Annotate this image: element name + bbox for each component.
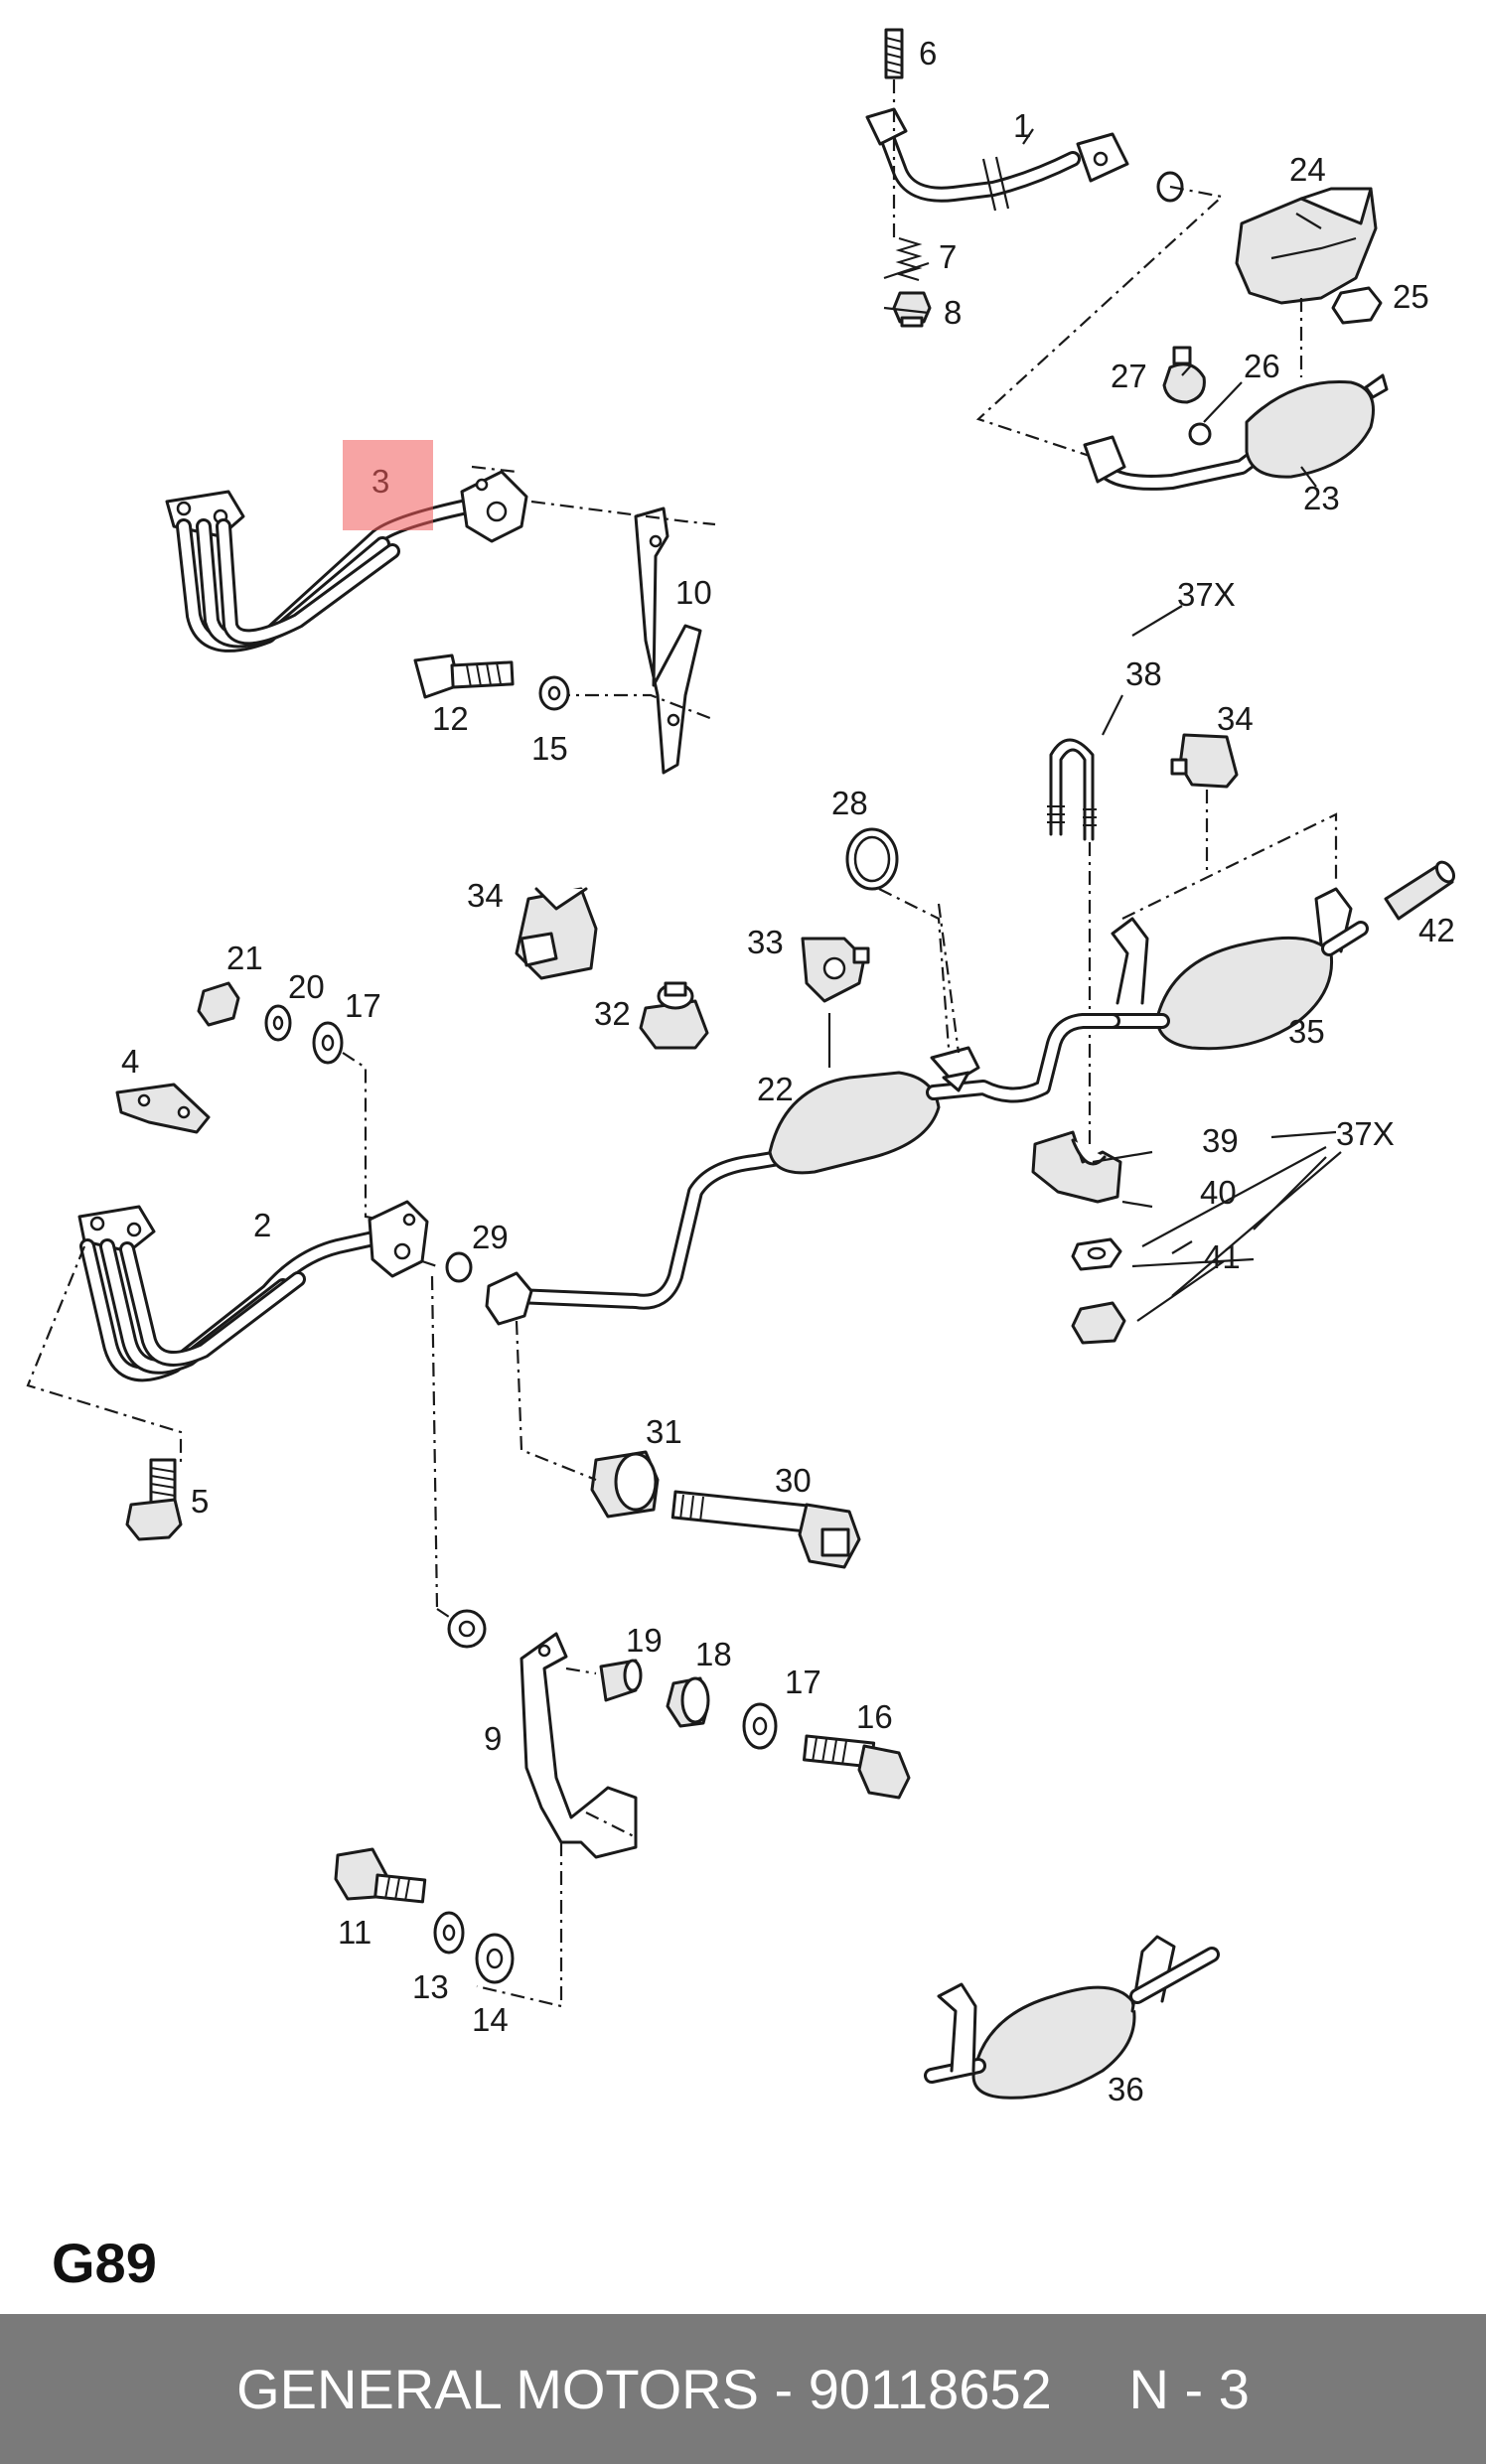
rubber-27 — [1162, 346, 1206, 404]
callout-35: 35 — [1288, 1013, 1325, 1050]
callout-30: 30 — [775, 1462, 812, 1499]
rubber-34-upper — [1170, 733, 1239, 789]
washer-13 — [433, 1911, 465, 1955]
ring-28 — [845, 827, 899, 891]
bolt-11 — [334, 1847, 427, 1904]
callout-2: 2 — [253, 1207, 271, 1243]
bracket-10 — [471, 465, 716, 775]
bushing-18 — [666, 1676, 710, 1728]
page-code-label: G89 — [52, 2232, 157, 2294]
callout-10: 10 — [675, 574, 712, 611]
callout-11: 11 — [338, 1914, 372, 1951]
callout-40: 40 — [1200, 1174, 1237, 1211]
rubber-34-center — [515, 887, 598, 980]
highlight-box-part-3 — [343, 440, 433, 530]
callout-12: 12 — [432, 700, 469, 737]
rubber-32 — [639, 981, 709, 1050]
bolt-16 — [802, 1734, 911, 1800]
washer-17-lower — [742, 1702, 778, 1750]
callout-29: 29 — [472, 1219, 509, 1255]
gasket-4 — [115, 1083, 211, 1134]
callout-38: 38 — [1125, 655, 1162, 692]
callout-34-center: 34 — [467, 877, 504, 914]
callout-32: 32 — [594, 995, 631, 1032]
dashed-links-top-right — [975, 185, 1303, 459]
rear-muffler-35 — [1105, 790, 1369, 1051]
callout-19: 19 — [626, 1622, 663, 1659]
callout-41: 41 — [1204, 1238, 1241, 1275]
callout-24: 24 — [1289, 151, 1326, 188]
washer-40 — [1071, 1237, 1122, 1271]
callout-5: 5 — [191, 1483, 209, 1520]
callout-6: 6 — [919, 35, 937, 72]
footer-text: GENERAL MOTORS - 90118652 N - 3 — [236, 2358, 1250, 2420]
callout-39: 39 — [1202, 1122, 1239, 1159]
callout-18: 18 — [695, 1636, 732, 1672]
stud-6 — [884, 28, 904, 238]
callout-13: 13 — [412, 1968, 449, 2005]
u-bolt-38 — [1047, 738, 1097, 1177]
nut-25 — [1331, 286, 1383, 325]
callout-37x-upper: 37X — [1177, 576, 1236, 613]
callout-42: 42 — [1418, 912, 1455, 948]
manifold-pipe-2 — [26, 1200, 429, 1465]
washer-14 — [475, 1842, 563, 2008]
callout-17-lower: 17 — [785, 1664, 821, 1700]
callout-labels: 1 2 3 4 5 6 7 8 9 10 11 12 13 14 15 16 1… — [121, 35, 1455, 2107]
catalytic-converter-24 — [1235, 187, 1378, 305]
bolt-12 — [413, 653, 515, 699]
callout-23: 23 — [1303, 480, 1340, 516]
washer-17-upper — [312, 1021, 393, 1224]
tailpipe-42 — [1384, 860, 1456, 921]
callout-25: 25 — [1393, 278, 1429, 315]
callout-16: 16 — [856, 1698, 893, 1735]
bolt-5 — [125, 1458, 183, 1541]
bracket-9 — [520, 1632, 638, 1859]
callout-34-upper: 34 — [1217, 700, 1254, 737]
callout-31: 31 — [646, 1413, 682, 1450]
gasket-26 — [1188, 422, 1212, 446]
callout-20: 20 — [288, 968, 325, 1005]
washer-15 — [538, 675, 570, 711]
bolt-30 — [670, 1490, 861, 1569]
leader-lines — [883, 128, 1342, 1322]
clamp-saddle-39 — [1031, 1130, 1122, 1204]
clamp-33 — [801, 937, 870, 1003]
callout-14: 14 — [472, 2001, 509, 2038]
callout-28: 28 — [831, 785, 868, 821]
callout-22: 22 — [757, 1071, 794, 1107]
footer-bar: GENERAL MOTORS - 90118652 N - 3 — [0, 2314, 1486, 2464]
gasket-29 — [421, 1251, 473, 1618]
callout-21: 21 — [226, 940, 263, 976]
intermediate-pipe-23 — [1083, 373, 1389, 491]
callout-33: 33 — [747, 924, 784, 960]
callout-1: 1 — [1013, 107, 1031, 144]
callout-8: 8 — [944, 294, 962, 331]
rear-muffler-36 — [924, 1935, 1220, 2100]
nut-8 — [892, 291, 932, 328]
callout-9: 9 — [484, 1720, 502, 1757]
callout-36: 36 — [1108, 2071, 1144, 2107]
callout-26: 26 — [1244, 348, 1280, 384]
bushing-31 — [515, 1320, 660, 1519]
sleeve-19 — [599, 1659, 643, 1702]
callout-17-upper: 17 — [345, 987, 381, 1024]
center-pipe-and-muffler-22 — [485, 888, 1120, 1326]
nut-41 — [1071, 1301, 1126, 1345]
nut-21 — [197, 981, 240, 1027]
callout-7: 7 — [939, 238, 957, 275]
washer-upper-9 — [447, 1609, 487, 1649]
washer-20 — [264, 1004, 292, 1042]
callout-4: 4 — [121, 1043, 139, 1080]
exhaust-system-diagram: 1 2 3 4 5 6 7 8 9 10 11 12 13 14 15 16 1… — [26, 28, 1456, 2107]
callout-37x-lower: 37X — [1336, 1115, 1395, 1152]
callout-27: 27 — [1111, 358, 1147, 394]
callout-15: 15 — [531, 730, 568, 767]
spring-7 — [895, 237, 923, 281]
